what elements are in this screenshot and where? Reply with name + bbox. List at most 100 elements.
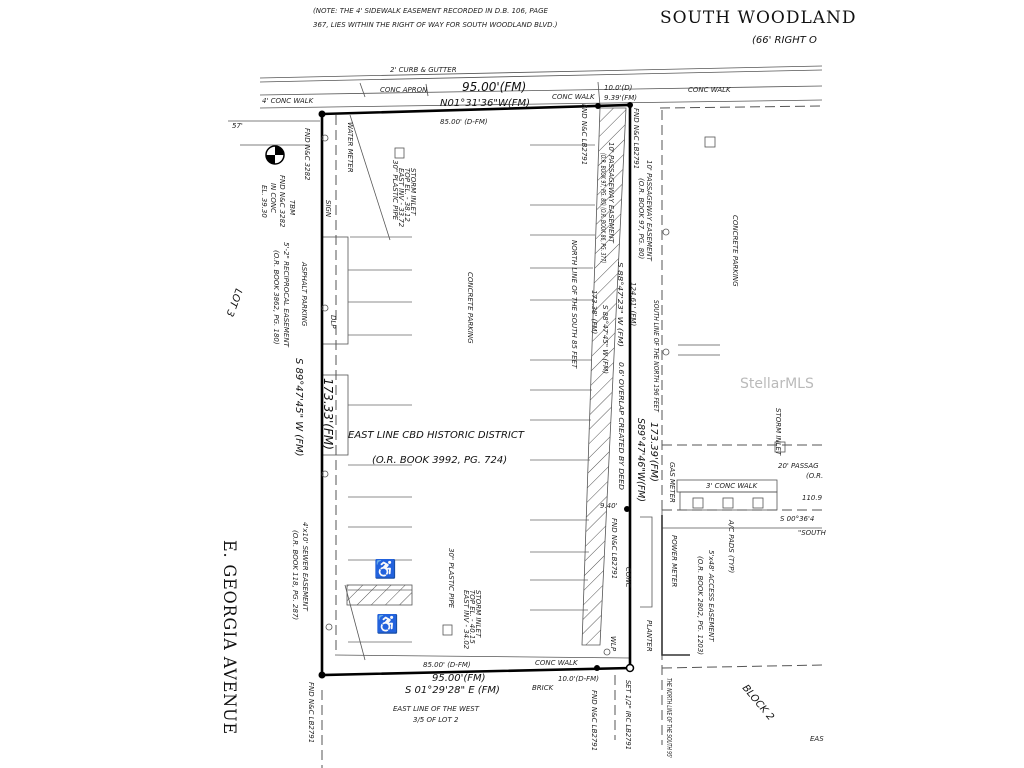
distance-17338: 173.38' (FM)	[590, 290, 598, 334]
passageway-easement-out: 10' PASSAGEWAY EASEMENT	[645, 160, 653, 262]
bearing-00-36: S 00°36'4	[780, 515, 814, 523]
pipe-top: 30" PLASTIC PIPE	[391, 160, 399, 221]
fnd-3282: FND N&C 3282	[303, 128, 311, 181]
adjacent-building	[640, 136, 822, 656]
gas-meter: GAS METER	[668, 462, 676, 503]
street-lines	[228, 65, 823, 146]
concrete-parking-right: CONCRETE PARKING	[731, 215, 739, 287]
handicap-icon: ♿	[376, 613, 398, 634]
water-meter: WATER METER	[346, 122, 354, 173]
sewer-easement: 4'x10' SEWER EASEMENT	[301, 522, 309, 612]
sewer-book: (O.R. BOOK 118, PG. 287)	[291, 530, 299, 620]
overlap: 0.6' OVERLAP CREATED BY DEED	[617, 362, 625, 491]
bottom-95: 95.00'(FM)	[432, 673, 486, 684]
dim-57: 57'	[232, 122, 243, 130]
set-irc: SET 1/2" IRC LB2791	[624, 680, 632, 750]
storm-bottom-el: TOP EL. - 40.15	[468, 590, 476, 644]
fnd-lb-top-1: FND N&C LB2791	[580, 104, 588, 165]
wlp: WLP	[609, 636, 617, 652]
benchmark-icon	[265, 145, 285, 165]
conc-walk-bottom: CONC WALK	[535, 659, 579, 667]
cbd-book: (O.R. BOOK 3992, PG. 724)	[372, 455, 507, 466]
cbd-line: EAST LINE CBD HISTORIC DISTRICT	[348, 430, 525, 441]
dist-1109: 110.9	[802, 494, 823, 502]
bottom-10: 10.0'(D-FM)	[558, 675, 599, 683]
bottom-85: 85.00' (D-FM)	[423, 661, 471, 669]
lot-3: LOT 3	[223, 287, 243, 318]
tbm-fnd: FND N&C 3282	[278, 175, 286, 228]
asphalt-parking: ASPHALT PARKING	[300, 261, 308, 327]
concrete-parking: CONCRETE PARKING	[466, 272, 474, 344]
storm-top-inv: EAST INV - 33.72	[397, 168, 405, 228]
top-bearing: N01°31'36"W(FM)	[440, 98, 530, 109]
note-line-1: (NOTE: THE 4' SIDEWALK EASEMENT RECORDED…	[313, 7, 548, 15]
storm-bottom-inv: EAST INV - 34.02	[462, 590, 470, 650]
brick: BRICK	[532, 684, 555, 692]
tbm-in: IN CONC	[269, 183, 277, 213]
bearing-88-45: S 88°47'45" W (FM)	[601, 305, 609, 374]
bearing-88-23: S 88°47'23" W (FM)	[616, 262, 624, 347]
bottom-bearing: S 01°29'28" E (FM)	[405, 685, 500, 696]
planter: PLANTER	[645, 620, 653, 652]
north-line-85: NORTH LINE OF THE SOUTH 85 FEET	[570, 240, 578, 369]
watermark: StellarMLS	[740, 376, 814, 392]
storm-inlet-icon	[442, 624, 453, 636]
light-pole-icons	[321, 134, 670, 656]
handicap-icon: ♿	[374, 558, 396, 579]
access-easement: 5'x48' ACCESS EASEMENT	[707, 550, 715, 642]
dist-940: 9.40'	[600, 502, 618, 510]
right-of-way: (66' RIGHT O	[752, 35, 817, 46]
top-distance: 95.00'(FM)	[462, 80, 526, 94]
north-line-95: THE NORTH LINE OF THE SOUTH 95'	[665, 678, 673, 758]
south-line-196: SOUTH LINE OF THE NORTH 196 FEET	[652, 300, 660, 413]
storm-top-el: TOP EL. - 38.12	[403, 168, 411, 222]
eas: EAS	[810, 735, 824, 743]
block-2: BLOCK 2	[740, 683, 776, 723]
conc-walk-3: 3' CONC WALK	[706, 482, 759, 490]
tbm-el: EL. 39.30	[260, 185, 268, 218]
passage-20-book: (O.R.	[806, 472, 823, 480]
left-distance: 173.33'(FM)	[321, 378, 335, 450]
note-line-2: 367, LIES WITHIN THE RIGHT OF WAY FOR SO…	[313, 21, 558, 29]
passageway-easement-hatch	[581, 107, 627, 646]
access-book: (O.R. BOOK 2802, PG. 1203)	[696, 556, 704, 655]
reciprocal-book: (O.R. BOOK 3862, PG. 180)	[272, 250, 280, 345]
street-name-top: SOUTH WOODLAND	[660, 8, 857, 28]
left-bearing: S 89°47'45" W (FM)	[293, 358, 304, 456]
power-meter: POWER METER	[670, 535, 678, 587]
storm-inlet-right: STORM INLET	[774, 408, 782, 456]
fnd-lb-top-2: FND N&C LB2791	[632, 108, 640, 169]
south-quote: "SOUTH	[798, 529, 827, 537]
passageway-easement-in-book: (O.R. BOOK 97, PG. 80) (O.R. BOOK 86, PG…	[599, 153, 607, 263]
passage-20: 20' PASSAG	[778, 462, 819, 470]
top-10d: 10.0'(D)	[604, 84, 633, 92]
conc-walk-4: 4' CONC WALK	[262, 97, 315, 105]
sign: SIGN	[324, 200, 332, 218]
conc-walk-top: CONC WALK	[552, 93, 596, 101]
fnd-lb-mid: FND N&C LB2791	[610, 518, 618, 579]
distance-17339: 173.39'(FM)	[648, 422, 659, 482]
dlp: DLP	[329, 315, 337, 329]
street-name-left: E. GEORGIA AVENUE	[219, 540, 239, 735]
lot-2: 3/5 OF LOT 2	[413, 716, 459, 724]
reciprocal-easement: 5'-2" RECIPROCAL EASEMENT	[282, 242, 290, 348]
pipe-bottom: 30" PLASTIC PIPE	[447, 548, 455, 609]
top-85: 85.00' (D-FM)	[440, 118, 488, 126]
parking-stalls	[321, 114, 631, 661]
storm-bottom: STORM INLET	[474, 590, 482, 638]
no-parking-hatch	[346, 584, 413, 606]
east-line-west: EAST LINE OF THE WEST	[393, 705, 480, 713]
curb-label: 2' CURB & GUTTER	[390, 66, 457, 74]
storm-top: STORM INLET	[409, 168, 417, 216]
conc-apron: CONC APRON	[380, 86, 428, 94]
passageway-easement-out-book: (O.R. BOOK 97, PG. 80)	[637, 178, 645, 259]
bearing-89-46: S89°47'46"W(FM)	[635, 418, 646, 502]
ac-pads: A/C PADS (TYP)	[727, 519, 735, 573]
tbm: TBM	[288, 200, 296, 215]
property-boundary	[318, 102, 635, 679]
conc-right: CONC	[624, 567, 632, 588]
fnd-lb-bottom-left: FND N&C LB2791	[307, 682, 315, 743]
top-939: 9.39'(FM)	[604, 94, 637, 102]
distance-12461: 124.61' (FM)	[629, 282, 637, 326]
